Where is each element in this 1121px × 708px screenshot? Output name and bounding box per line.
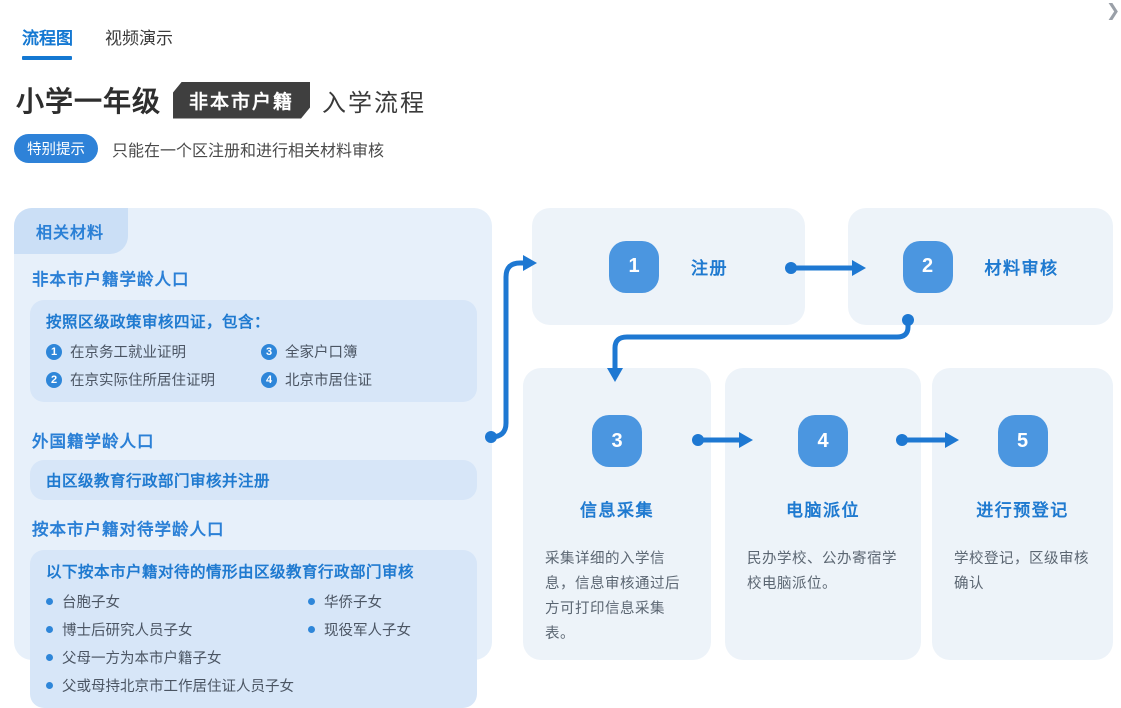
list-item: 父或母持北京市工作居住证人员子女	[46, 675, 308, 696]
flow-step-pre-registration: 5 进行预登记 学校登记，区级审核确认	[932, 368, 1113, 660]
household-type-badge: 非本市户籍	[173, 82, 310, 119]
bullet-icon	[46, 626, 53, 633]
view-tabs: 流程图 视频演示	[22, 24, 173, 49]
list-item: 2 在京实际住所居住证明	[46, 369, 261, 390]
four-certificates-box: 按照区级政策审核四证，包含： 1 在京务工就业证明 3 全家户口簿 2 在京实际…	[30, 300, 477, 402]
tip-text: 只能在一个区注册和进行相关材料审核	[112, 142, 385, 160]
flow-step-register: 1 注册	[532, 208, 805, 325]
chevron-right-icon[interactable]: ❯	[1106, 1, 1121, 20]
number-2-icon: 2	[46, 371, 62, 388]
tab-video-demo[interactable]: 视频演示	[105, 29, 173, 48]
list-item: 3 全家户口簿	[261, 341, 463, 362]
step-description: 学校登记，区级审核确认	[954, 551, 1089, 592]
heading-treated-as-local: 按本市户籍对待学龄人口	[32, 521, 225, 539]
page-title: 小学一年级 非本市户籍 入学流程	[16, 80, 426, 120]
bullet-icon	[46, 682, 53, 689]
title-grade: 小学一年级	[16, 86, 162, 117]
flow-step-computer-allocation: 4 电脑派位 民办学校、公办寄宿学校电脑派位。	[725, 368, 921, 660]
bullet-icon	[308, 598, 315, 605]
list-item: 台胞子女	[46, 591, 308, 612]
bullet-icon	[308, 626, 315, 633]
treated-as-local-box: 以下按本市户籍对待的情形由区级教育行政部门审核 台胞子女 博士后研究人员子女 父…	[30, 550, 477, 708]
step-number-badge: 4	[798, 415, 848, 467]
active-tab-underline	[22, 56, 72, 60]
number-1-icon: 1	[46, 343, 62, 360]
number-4-icon: 4	[261, 371, 277, 388]
heading-foreign: 外国籍学龄人口	[32, 433, 155, 451]
step-number-badge: 2	[902, 240, 953, 293]
list-item: 现役军人子女	[308, 619, 411, 640]
foreign-review-title: 由区级教育行政部门审核并注册	[46, 473, 271, 490]
title-process: 入学流程	[322, 89, 427, 117]
related-materials-panel: 相关材料 非本市户籍学龄人口 按照区级政策审核四证，包含： 1 在京务工就业证明…	[14, 208, 492, 708]
list-item: 父母一方为本市户籍子女	[46, 647, 308, 668]
step-description: 民办学校、公办寄宿学校电脑派位。	[747, 551, 897, 592]
tip-badge: 特别提示	[14, 134, 98, 163]
step-number-badge: 5	[997, 415, 1048, 467]
number-3-icon: 3	[261, 343, 277, 360]
panel-tab-label: 相关材料	[14, 208, 129, 254]
bullet-icon	[46, 654, 53, 661]
four-certificates-title: 按照区级政策审核四证，包含：	[46, 314, 271, 331]
treated-as-local-title: 以下按本市户籍对待的情形由区级教育行政部门审核	[46, 564, 415, 581]
foreign-review-box: 由区级教育行政部门审核并注册	[30, 460, 477, 500]
flow-step-material-review: 2 材料审核	[848, 208, 1113, 325]
list-item: 博士后研究人员子女	[46, 619, 308, 640]
flow-step-info-collection: 3 信息采集 采集详细的入学信息，信息审核通过后方可打印信息采集表。	[523, 368, 711, 660]
step-description: 采集详细的入学信息，信息审核通过后方可打印信息采集表。	[545, 551, 680, 642]
special-tip: 特别提示 只能在一个区注册和进行相关材料审核	[14, 134, 384, 163]
step-number-badge: 1	[609, 240, 659, 293]
list-item: 4 北京市居住证	[261, 369, 463, 390]
list-item: 华侨子女	[308, 591, 411, 612]
tab-flowchart[interactable]: 流程图	[22, 29, 73, 48]
list-item: 1 在京务工就业证明	[46, 341, 261, 362]
bullet-icon	[46, 598, 53, 605]
step-number-badge: 3	[592, 415, 642, 467]
heading-non-local: 非本市户籍学龄人口	[32, 271, 190, 289]
